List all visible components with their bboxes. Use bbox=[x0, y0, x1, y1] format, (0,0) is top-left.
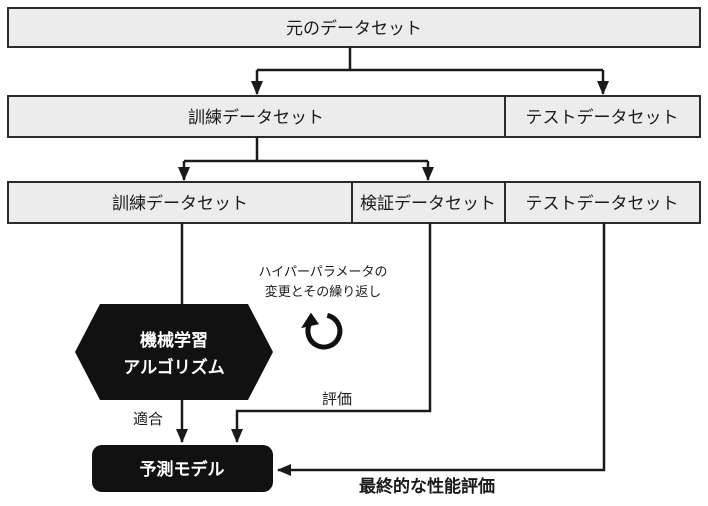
final-evaluation-arrow bbox=[277, 223, 606, 476]
test-dataset-level1-label: テストデータセット bbox=[526, 107, 679, 127]
repeat-arrow-icon bbox=[301, 312, 343, 350]
ml-algorithm-label-line1: 機械学習 bbox=[140, 330, 208, 350]
original-dataset-box: 元のデータセット bbox=[7, 7, 701, 48]
prediction-model-box: 予測モデル bbox=[92, 445, 273, 492]
prediction-model-label: 予測モデル bbox=[140, 459, 225, 479]
evaluate-label: 評価 bbox=[322, 391, 352, 408]
hyperparameter-note: ハイパーパラメータの 変更とその繰り返し bbox=[259, 264, 388, 299]
hyperparameter-note-line2: 変更とその繰り返し bbox=[265, 284, 382, 299]
split-connector-1 bbox=[251, 47, 609, 95]
test-dataset-level1-box: テストデータセット bbox=[504, 95, 701, 138]
ml-algorithm-hexagon: 機械学習 アルゴリズム bbox=[75, 304, 273, 400]
hyperparameter-note-line1: ハイパーパラメータの bbox=[259, 264, 388, 279]
split-connector-2 bbox=[178, 137, 434, 181]
fit-label: 適合 bbox=[133, 410, 163, 428]
test-dataset-level2-label: テストデータセット bbox=[526, 193, 679, 213]
final-evaluation-label: 最終的な性能評価 bbox=[359, 476, 495, 496]
training-dataset-level1-label: 訓練データセット bbox=[188, 107, 324, 127]
training-dataset-level2-box: 訓練データセット bbox=[7, 181, 353, 224]
evaluate-arrow bbox=[231, 223, 432, 443]
validation-dataset-box: 検証データセット bbox=[351, 181, 506, 224]
training-dataset-level2-label: 訓練データセット bbox=[112, 193, 248, 213]
ml-algorithm-label-line2: アルゴリズム bbox=[123, 357, 225, 377]
test-dataset-level2-box: テストデータセット bbox=[504, 181, 701, 224]
validation-dataset-label: 検証データセット bbox=[360, 193, 496, 213]
original-dataset-label: 元のデータセット bbox=[286, 18, 422, 38]
training-dataset-level1-box: 訓練データセット bbox=[7, 95, 506, 138]
